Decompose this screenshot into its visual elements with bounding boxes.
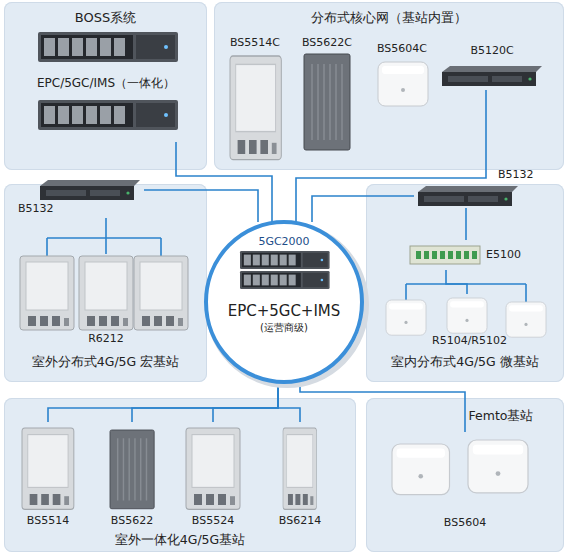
region-title: BOSS系统 [4, 10, 207, 26]
device-label: E5100 [486, 248, 526, 262]
device-node: BS5604C [368, 40, 436, 114]
device-label: BS5524 [180, 514, 246, 528]
region-panel: 室外分布式4G/5G 宏基站 B5132R6212 [4, 184, 207, 382]
region-panel: 室内分布式4G/5G 微基站B5132E5100R5104/R5102 [366, 184, 564, 382]
device-node: BS5514 [16, 422, 80, 530]
core-ring [206, 222, 362, 382]
device-label: B5120C [436, 44, 548, 58]
device-label: BS5514 [16, 514, 80, 528]
device-label: R6212 [76, 332, 136, 346]
region-title: 室外一体化4G/5G基站 [4, 532, 356, 548]
server-label: EPC/5GC/IMS（一体化） [24, 76, 188, 91]
device-label: BS5622C [296, 36, 358, 50]
device-node: BS5524 [180, 422, 246, 530]
device-label: B5132 [498, 168, 544, 182]
device-label: R5104/R5102 [432, 334, 502, 348]
device-node: R5104/R5102 [432, 294, 502, 350]
region-panel: Femto基站 BS5604 [366, 398, 564, 552]
device-node: BS5604 [380, 432, 550, 532]
core-server [240, 251, 330, 269]
device-label: BS5604 [380, 516, 550, 530]
core-network-hub: 5GC2000EPC+5GC+IMS(运营商级) [206, 222, 362, 382]
device-node: BS5622C [296, 36, 358, 154]
region-title: 室外分布式4G/5G 宏基站 [4, 354, 207, 370]
region-title: 室内分布式4G/5G 微基站 [366, 354, 564, 370]
device-node: E5100 [406, 240, 526, 270]
device-label: BS5604C [368, 42, 436, 56]
product-label: 5GC2000 [206, 235, 362, 249]
device-node: R6212 [76, 254, 136, 348]
device-node: BS6214 [270, 422, 330, 530]
hub-title: EPC+5GC+IMS [206, 302, 362, 321]
device-node: B5120C [436, 44, 548, 90]
device-label: BS5622 [102, 514, 162, 528]
hub-subtitle: (运营商级) [206, 322, 362, 335]
region-title: Femto基站 [446, 408, 556, 424]
device-node: BS5622 [102, 422, 162, 530]
device-label: B5132 [18, 202, 78, 216]
region-panel: 分布式核心网（基站内置） BS5514C BS5622C BS5604CB5120C [214, 2, 564, 170]
region-panel: 室外一体化4G/5G基站 BS5514 BS5622 BS5524 BS6214 [4, 398, 356, 552]
device-node: B5132 [414, 168, 544, 208]
region-title: 分布式核心网（基站内置） [214, 10, 564, 26]
region-panel: BOSS系统 EPC/5GC/IMS（一体化） [4, 2, 207, 170]
device-label: BS6214 [270, 514, 330, 528]
device-label: BS5514C [222, 36, 288, 50]
core-server [240, 271, 330, 289]
core-server: EPC/5GC/IMS（一体化） [24, 76, 188, 142]
device-node: B5132 [14, 178, 144, 218]
device-node: BS5514C [222, 36, 288, 164]
